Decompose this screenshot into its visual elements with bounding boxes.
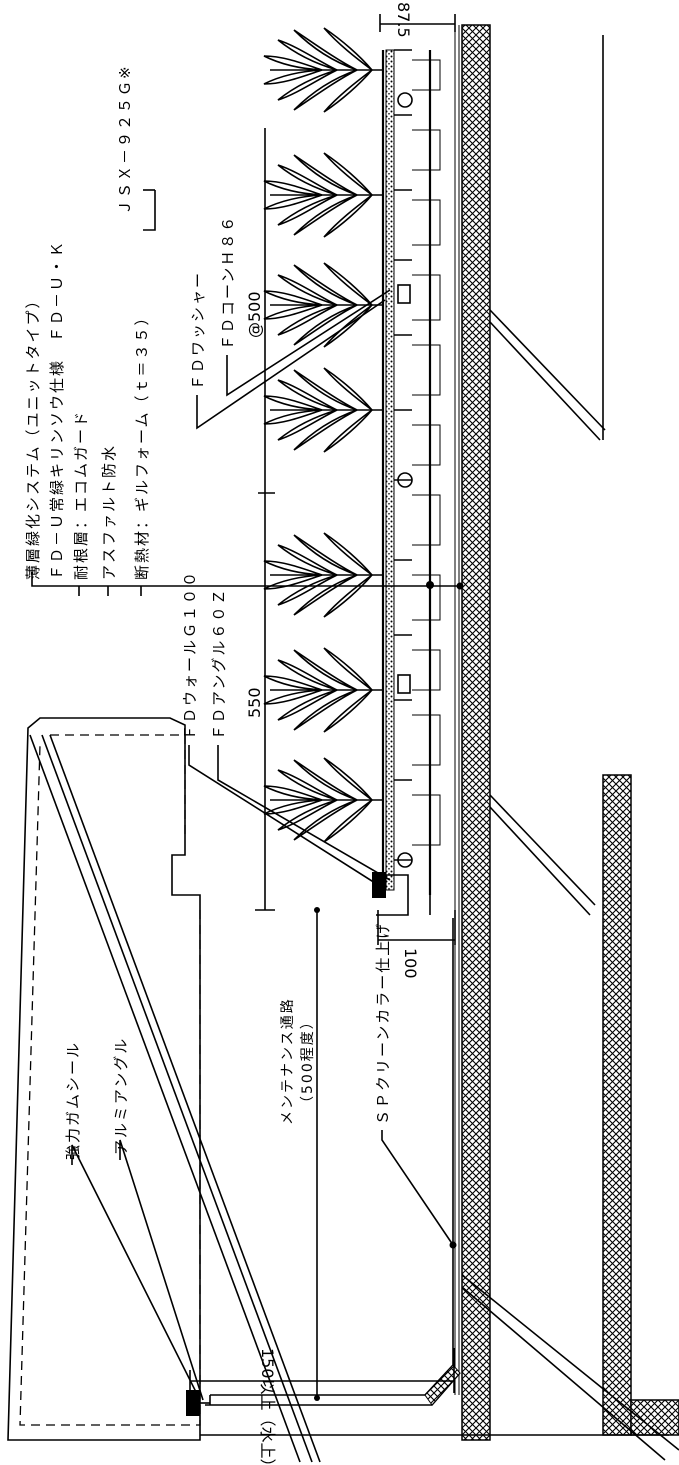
label-sp-finish: ＳＰクリーンカラー仕上げ: [374, 922, 392, 1125]
label-root-barrier: 耐根層：エコムガード: [72, 410, 90, 580]
leader-lines: [31, 189, 464, 1401]
label-maintenance-2: （500程度）: [300, 1013, 316, 1110]
upper-wall-section: [602, 35, 679, 1436]
dim-label-150: 150以上（水上）: [258, 1348, 277, 1465]
label-fd-wall: ＦＤウォールＧ１００: [181, 570, 199, 740]
label-system-line1: 薄層緑化システム（ユニットタイプ）: [24, 291, 42, 580]
sedum-plants: [263, 27, 383, 843]
greening-units: [372, 49, 441, 916]
label-maintenance-1: メンテナンス通路: [280, 997, 296, 1125]
label-system-line2: ＦＤ－Ｕ常緑キリンソウ仕様 ＦＤ－Ｕ・Ｋ: [48, 240, 66, 580]
label-pitch: @500: [245, 291, 264, 338]
label-jsx: ＪＳＸ－９２５Ｇ※: [116, 64, 134, 215]
dim-label-87-5: 87.5: [394, 2, 413, 38]
parapet: [7, 717, 669, 1441]
label-fd-washer: ＦＤワッシャー: [189, 271, 207, 390]
labels: 薄層緑化システム（ユニットタイプ） ＦＤ－Ｕ常緑キリンソウ仕様 ＦＤ－Ｕ・Ｋ 耐…: [24, 2, 420, 1465]
label-alumi-angle: アルミアングル: [112, 1037, 130, 1155]
label-insulation: 断熱材：ギルフォーム（ｔ＝３５）: [133, 308, 151, 580]
label-height-550: 550: [245, 687, 264, 718]
diagonal-lines: [29, 309, 679, 1463]
concrete-slab: [461, 24, 491, 1441]
dim-label-100: 100: [401, 948, 420, 979]
insulation-layer: [454, 25, 460, 1395]
label-gum-seal: 強力ガムシール: [64, 1041, 82, 1160]
dimension-lines: [189, 14, 456, 1401]
sp-finish-lining: [186, 918, 461, 1416]
label-asphalt: アスファルト防水: [100, 444, 118, 580]
label-fd-angle: ＦＤアングル６０Ｚ: [210, 588, 228, 740]
label-fd-cone: ＦＤコーンＨ８６: [219, 215, 237, 350]
